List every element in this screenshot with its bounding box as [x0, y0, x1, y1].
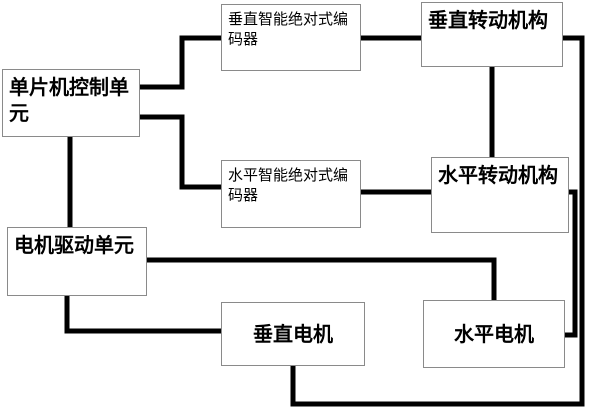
mcu-control-unit-label: 单片机控制单元 — [9, 75, 129, 126]
horizontal-rotation-mechanism-label: 水平转动机构 — [438, 163, 558, 187]
motor-driver-unit-label: 电机驱动单元 — [14, 233, 134, 257]
vertical-motor-block: 垂直电机 — [221, 302, 365, 366]
wire-motor-driver-to-horizontal-motor — [144, 257, 497, 303]
vertical-rotation-mechanism-block: 垂直转动机构 — [421, 2, 563, 67]
vertical-rotation-mechanism-label: 垂直转动机构 — [428, 8, 548, 32]
vertical-motor-label: 垂直电机 — [253, 321, 333, 346]
motor-driver-unit-block: 电机驱动单元 — [7, 227, 147, 296]
wire-vertical-motor-to-vertical-mechanism — [290, 35, 585, 407]
horizontal-motor-block: 水平电机 — [423, 300, 565, 368]
vertical-encoder-block: 垂直智能绝对式编码器 — [221, 4, 361, 71]
wire-mcu-to-vertical-encoder — [137, 35, 224, 90]
mcu-control-unit-block: 单片机控制单元 — [2, 69, 140, 137]
horizontal-encoder-label: 水平智能绝对式编码器 — [228, 166, 349, 204]
wire-mcu-to-horizontal-encoder — [137, 114, 224, 190]
wire-horizontal-motor-to-horizontal-mechanism — [562, 189, 578, 338]
horizontal-rotation-mechanism-block: 水平转动机构 — [431, 157, 569, 233]
vertical-encoder-label: 垂直智能绝对式编码器 — [228, 10, 349, 48]
horizontal-motor-label: 水平电机 — [454, 321, 534, 346]
horizontal-encoder-block: 水平智能绝对式编码器 — [221, 160, 361, 228]
wire-motor-driver-to-vertical-motor — [64, 293, 224, 334]
